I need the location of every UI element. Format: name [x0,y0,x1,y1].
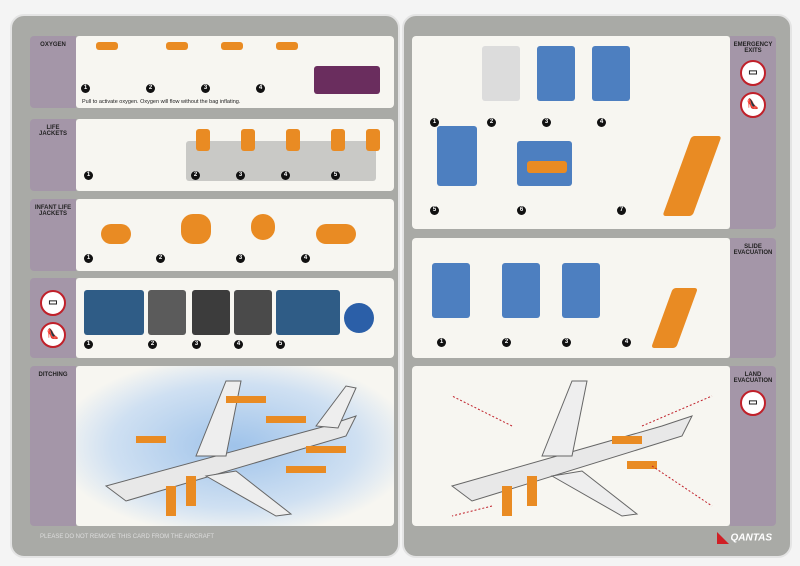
section-land-evacuation: LAND EVACUATION ▭ [412,366,776,526]
prohibition-icons: ▭ 👠 [30,278,76,358]
land-evacuation-illustration [412,366,730,526]
aircraft-ditching-diagram [104,380,357,517]
section-oxygen: OXYGEN 1 2 3 4 Pull to activate oxygen. … [30,36,394,108]
no-high-heels-icon: 👠 [740,92,766,118]
section-slide-evacuation: SLIDE EVACUATION 1 2 3 4 [412,238,776,358]
section-ditching-steps: ▭ 👠 1 2 3 4 5 [30,278,394,358]
section-label: SLIDE EVACUATION [730,238,776,358]
section-label: INFANT LIFE JACKETS [30,199,76,271]
section-label: LAND EVACUATION [733,372,773,384]
left-panel: OXYGEN 1 2 3 4 Pull to activate oxygen. … [10,14,400,558]
section-ditching: DITCHING [30,366,394,526]
section-infant-life-jackets: INFANT LIFE JACKETS 1 2 3 4 [30,199,394,271]
ditching-steps-illustration: 1 2 3 4 5 [76,278,394,358]
slide-evacuation-illustration: 1 2 3 4 [412,238,730,358]
no-bag-icon: ▭ [740,390,766,416]
section-label: DITCHING [30,366,76,526]
footer-notice: PLEASE DO NOT REMOVE THIS CARD FROM THE … [40,534,215,540]
kangaroo-tail-icon [716,532,729,544]
section-label: OXYGEN [30,36,76,108]
ditching-illustration [76,366,394,526]
section-emergency-exits: EMERGENCY EXITS ▭ 👠 1 2 3 4 5 6 7 [412,36,776,229]
section-label: LIFE JACKETS [30,119,76,191]
no-bag-icon: ▭ [40,290,66,316]
qantas-logo: QANTAS [716,532,772,544]
no-high-heels-icon: 👠 [40,322,66,348]
life-jackets-illustration: 1 2 3 4 5 [76,119,394,191]
section-life-jackets: LIFE JACKETS 1 2 3 4 5 [30,119,394,191]
right-panel: EMERGENCY EXITS ▭ 👠 1 2 3 4 5 6 7 SLIDE … [402,14,792,558]
oxygen-illustration: 1 2 3 4 Pull to activate oxygen. Oxygen … [76,36,394,108]
emergency-exits-illustration: 1 2 3 4 5 6 7 [412,36,730,229]
aircraft-land-evacuation-diagram [450,380,713,517]
oxygen-caption: Pull to activate oxygen. Oxygen will flo… [82,99,241,105]
no-bag-icon: ▭ [740,60,766,86]
section-label: EMERGENCY EXITS [733,42,773,54]
infant-life-jackets-illustration: 1 2 3 4 [76,199,394,271]
